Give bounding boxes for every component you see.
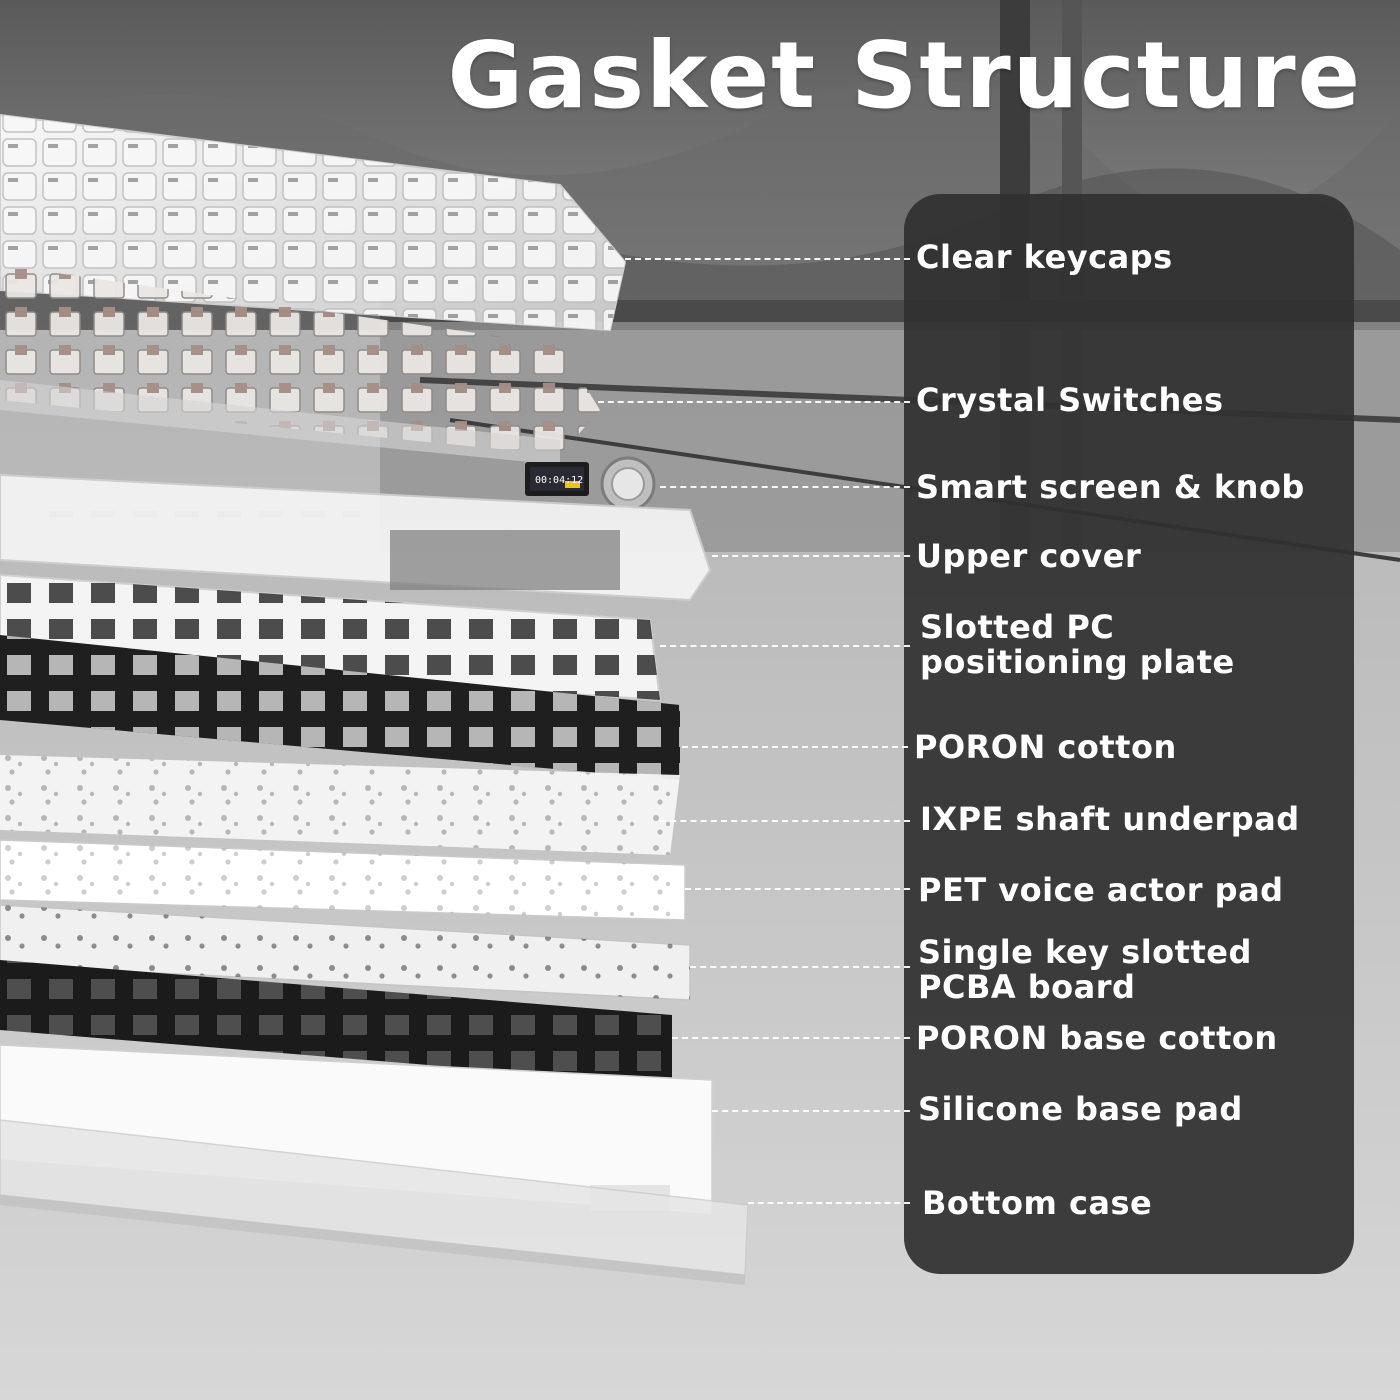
label-panel [904, 194, 1354, 1274]
poron-base-layer [0, 960, 672, 1085]
label-silicone-base-pad: Silicone base pad [918, 1090, 1243, 1128]
leader-line-switches [598, 401, 910, 403]
label-crystal-switches: Crystal Switches [916, 381, 1224, 419]
label-pet-pad: PET voice actor pad [918, 871, 1284, 909]
pcba-board-layer [0, 904, 691, 1001]
label-smart-screen-knob: Smart screen & knob [916, 468, 1305, 506]
pc-plate-layer [0, 573, 662, 702]
label-poron-base-cotton: PORON base cotton [916, 1019, 1278, 1057]
label-slotted-pc-line2: positioning plate [920, 643, 1235, 681]
keycaps-layer [0, 113, 627, 332]
leader-line-pet [685, 888, 910, 890]
label-clear-keycaps: Clear keycaps [916, 238, 1173, 276]
page-title: Gasket Structure [447, 22, 1362, 129]
label-bottom-case: Bottom case [922, 1184, 1153, 1222]
label-upper-cover: Upper cover [916, 537, 1142, 575]
screen-readout: 00:04:12 [535, 475, 583, 486]
leader-line-pc-plate [660, 645, 910, 647]
label-ixpe-underpad: IXPE shaft underpad [920, 800, 1300, 838]
label-poron-cotton: PORON cotton [914, 728, 1177, 766]
leader-line-silicone [712, 1110, 910, 1112]
label-slotted-pc-line1: Slotted PC [920, 608, 1115, 646]
leader-line-ixpe [660, 820, 910, 822]
label-pcba-line2: PCBA board [918, 968, 1136, 1006]
ixpe-underpad-layer [0, 755, 680, 855]
upper-cover-layer [0, 473, 712, 602]
leader-line-screen [660, 486, 910, 488]
leader-line-poron-cotton [682, 746, 908, 748]
leader-line-bottom-case [748, 1202, 910, 1204]
leader-line-keycaps [625, 258, 910, 260]
bottom-case-layer [0, 1119, 749, 1285]
leader-line-poron-base [672, 1037, 910, 1039]
leader-line-pcba [690, 966, 910, 968]
switches-layer [0, 265, 600, 465]
label-pcba-line1: Single key slotted [918, 933, 1252, 971]
poron-cotton-layer [0, 635, 680, 780]
pet-pad-layer [0, 839, 686, 921]
leader-line-upper-cover [712, 555, 910, 557]
screen-knob-assembly: 00:04:12 [525, 456, 656, 512]
